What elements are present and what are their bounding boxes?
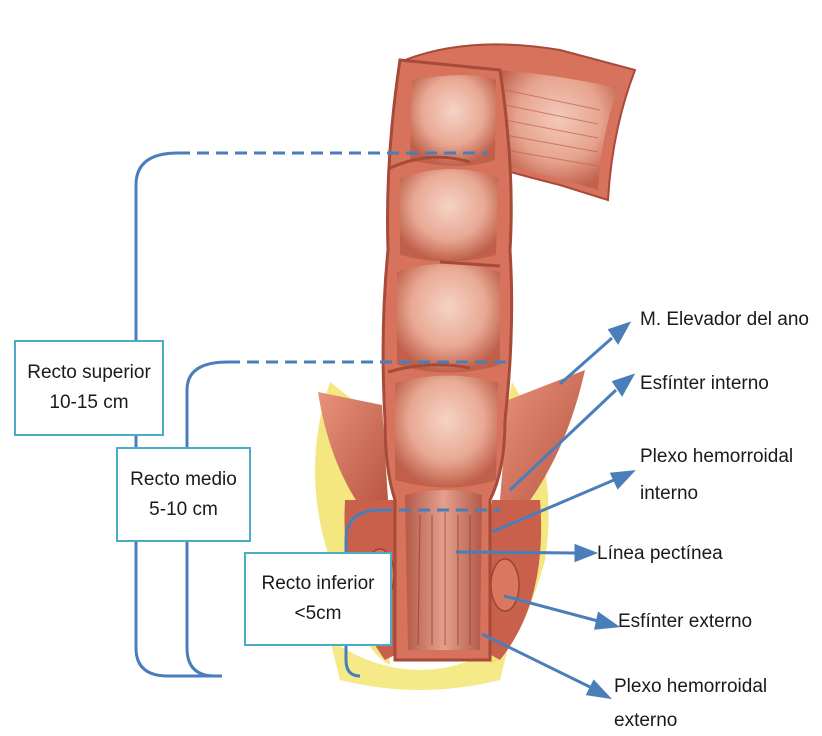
label-plexo-interno-line2: interno [640, 480, 698, 508]
section-range: 10-15 cm [49, 388, 128, 418]
section-range: <5cm [295, 599, 342, 629]
label-linea-pectinea: Línea pectínea [597, 540, 723, 568]
section-box-recto-medio: Recto medio 5-10 cm [116, 447, 251, 542]
section-box-recto-superior: Recto superior 10-15 cm [14, 340, 164, 436]
label-esfinter-externo: Esfínter externo [618, 608, 752, 636]
label-plexo-externo-line2: externo [614, 707, 677, 735]
anal-canal [405, 490, 482, 650]
label-elevador-del-ano: M. Elevador del ano [640, 306, 809, 334]
label-plexo-interno-line1: Plexo hemorroidal [640, 443, 793, 471]
section-name: Recto superior [27, 358, 151, 388]
label-plexo-externo-line1: Plexo hemorroidal [614, 673, 767, 701]
section-name: Recto medio [130, 465, 237, 495]
section-range: 5-10 cm [149, 495, 218, 525]
section-box-recto-inferior: Recto inferior <5cm [244, 552, 392, 646]
section-name: Recto inferior [262, 569, 375, 599]
label-esfinter-interno: Esfínter interno [640, 370, 769, 398]
